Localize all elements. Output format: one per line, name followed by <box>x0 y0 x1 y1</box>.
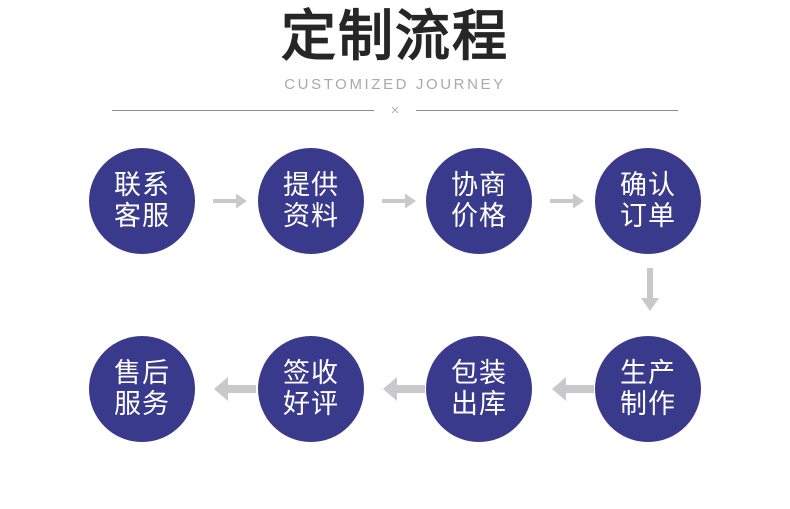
flow-node-label-line1: 联系 <box>114 170 170 200</box>
arrow-right-icon <box>213 193 247 209</box>
divider-x-icon: × <box>390 102 400 119</box>
flow-node-receipt-review[interactable]: 签收 好评 <box>258 336 364 442</box>
flow-node-label-line2: 出库 <box>451 389 507 419</box>
divider-line-right <box>416 110 678 111</box>
flow-node-confirm-order[interactable]: 确认 订单 <box>595 148 701 254</box>
flow-node-production[interactable]: 生产 制作 <box>595 336 701 442</box>
arrow-right-icon <box>382 193 416 209</box>
arrow-left-icon <box>214 377 256 401</box>
flow-node-after-sales-service[interactable]: 售后 服务 <box>89 336 195 442</box>
flow-node-label-line1: 确认 <box>620 170 676 200</box>
flow-node-label-line1: 售后 <box>114 358 170 388</box>
flow-node-label-line1: 协商 <box>451 170 507 200</box>
flow-node-label-line2: 订单 <box>620 201 676 231</box>
flow-node-label-line1: 提供 <box>283 170 339 200</box>
flow-node-label-line1: 包装 <box>451 358 507 388</box>
arrow-right-icon <box>550 193 584 209</box>
flow-node-label-line1: 生产 <box>620 358 676 388</box>
divider: × <box>112 103 678 119</box>
arrow-left-icon <box>383 377 425 401</box>
flow-node-negotiate-price[interactable]: 协商 价格 <box>426 148 532 254</box>
flow-node-label-line2: 价格 <box>451 201 507 231</box>
flow-node-label-line2: 好评 <box>283 389 339 419</box>
flow-node-label-line1: 签收 <box>283 358 339 388</box>
flow-node-label-line2: 资料 <box>283 201 339 231</box>
arrow-down-icon <box>641 268 659 311</box>
flow-node-provide-materials[interactable]: 提供 资料 <box>258 148 364 254</box>
flow-node-label-line2: 客服 <box>114 201 170 231</box>
flow-node-contact-support[interactable]: 联系 客服 <box>89 148 195 254</box>
flow-node-label-line2: 制作 <box>620 389 676 419</box>
page-subtitle: CUSTOMIZED JOURNEY <box>284 76 506 93</box>
arrow-left-icon <box>552 377 594 401</box>
divider-line-left <box>112 110 374 111</box>
flow-node-label-line2: 服务 <box>114 389 170 419</box>
page-title: 定制流程 <box>280 5 509 67</box>
flow-node-packaging-shipment[interactable]: 包装 出库 <box>426 336 532 442</box>
